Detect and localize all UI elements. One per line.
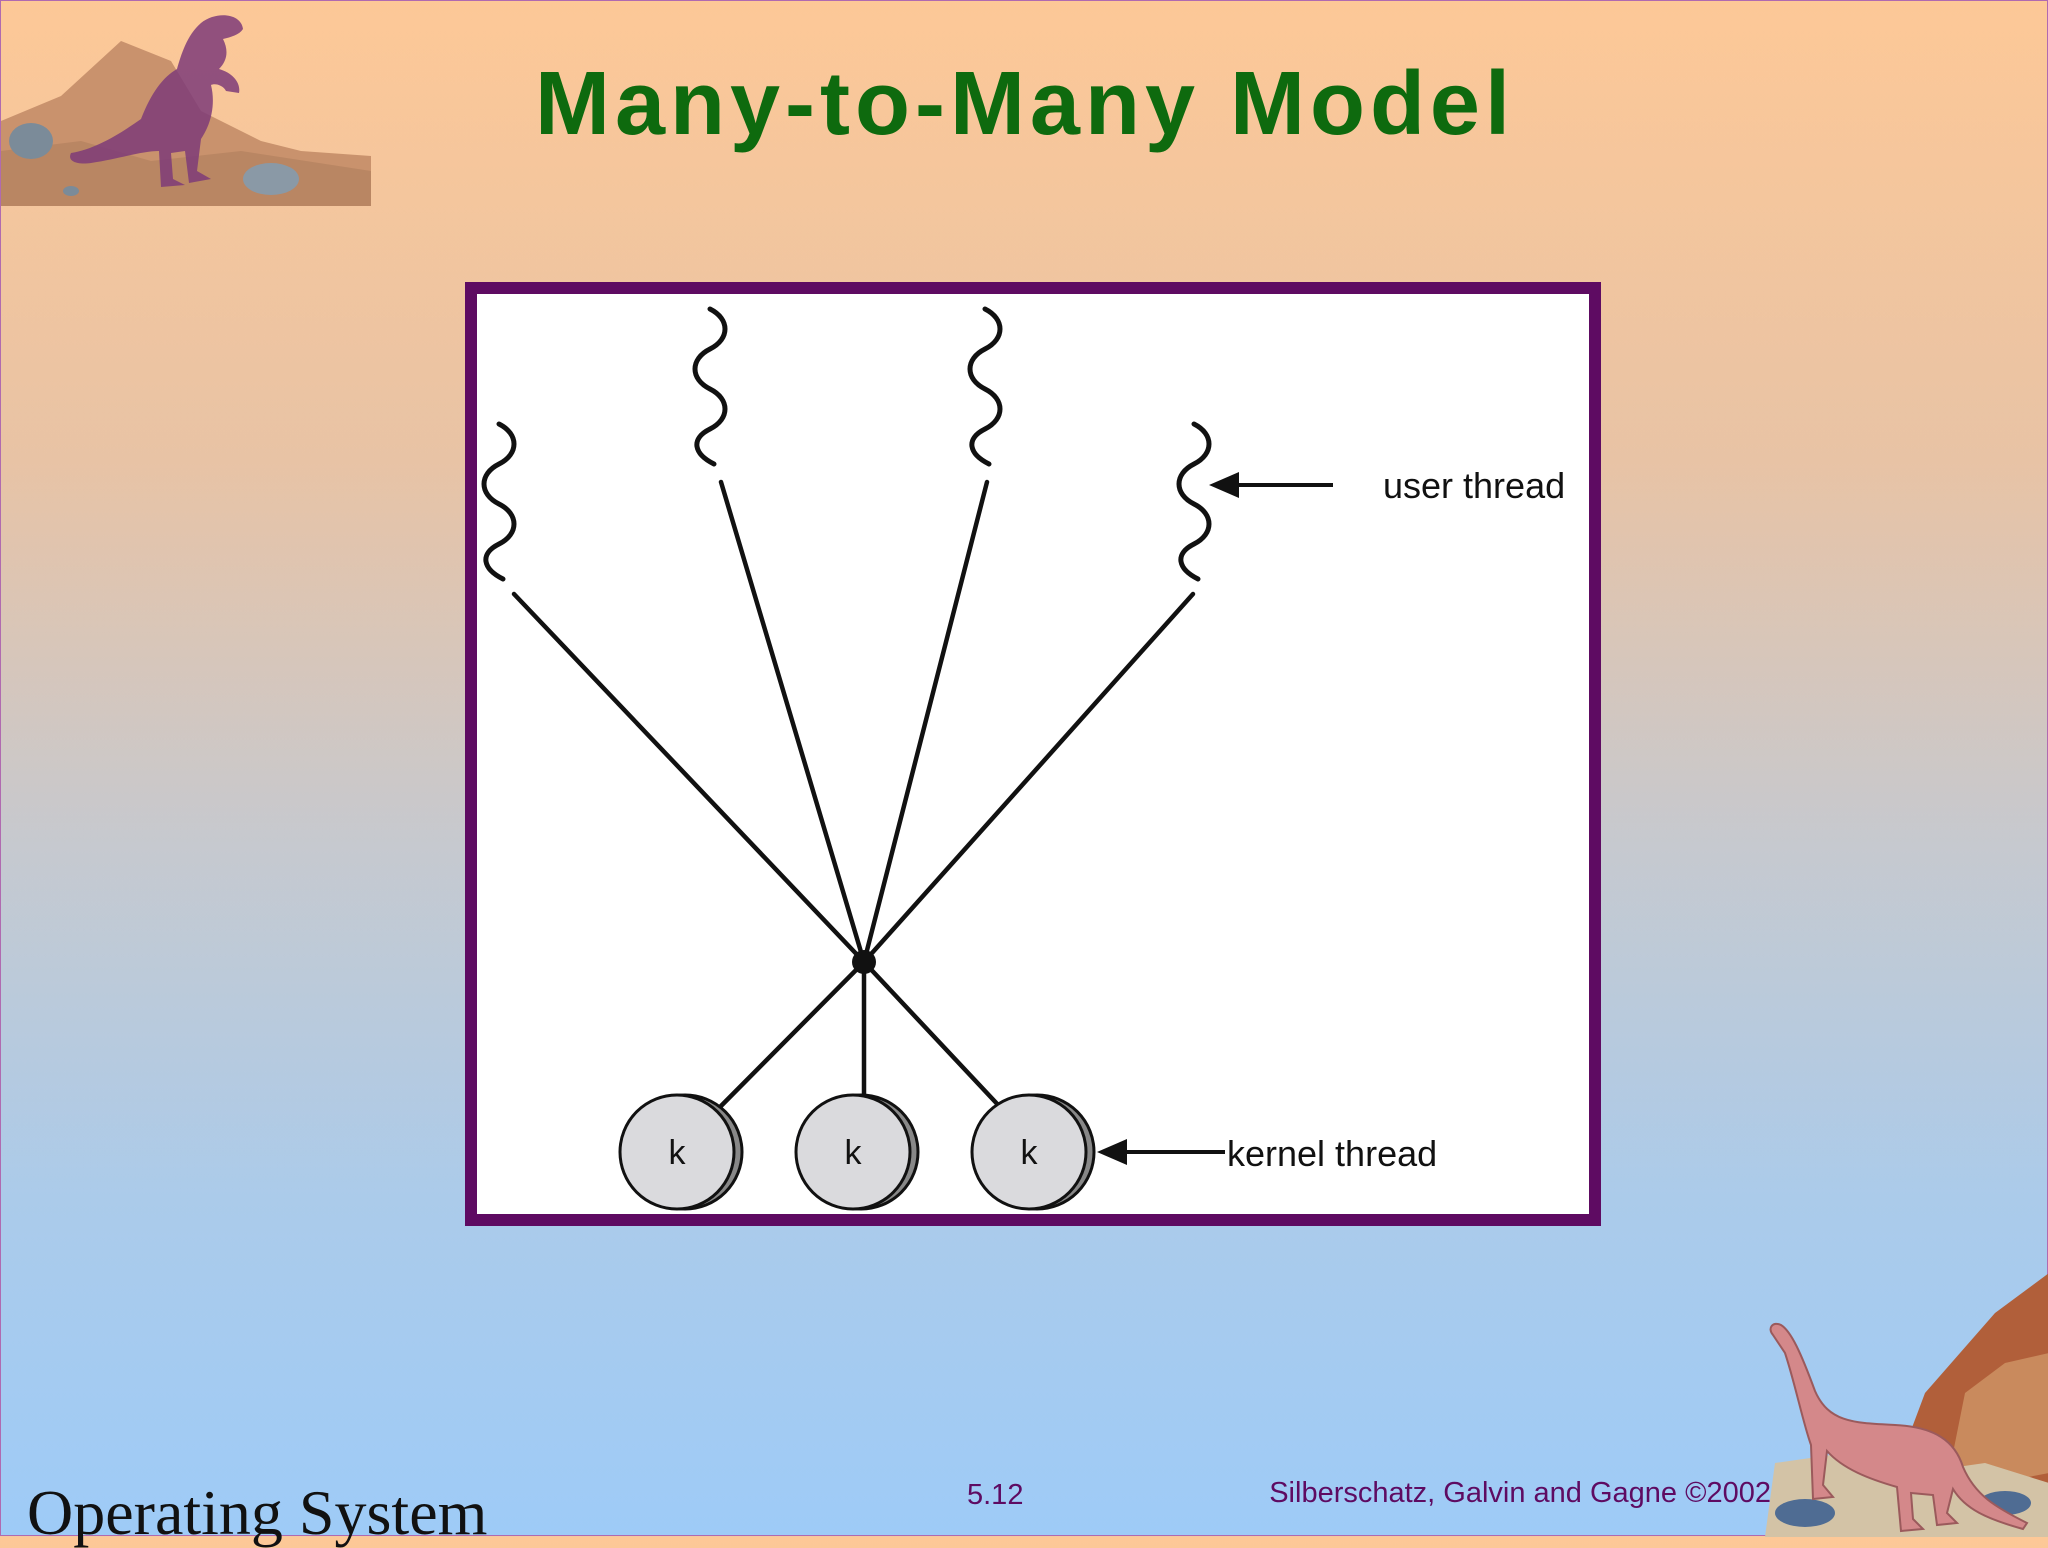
user-thread-label: user thread bbox=[1383, 465, 1565, 506]
trex-illustration bbox=[1, 15, 371, 206]
kernel-thread-2-label: k bbox=[845, 1134, 863, 1172]
user-thread-4 bbox=[1176, 421, 1212, 582]
kernel-thread-1-label: k bbox=[669, 1134, 687, 1172]
diagram-frame: k k k user thread kernel thread bbox=[465, 282, 1601, 1226]
link-user1-mux bbox=[511, 591, 867, 965]
kernel-thread-3-label: k bbox=[1021, 1134, 1039, 1172]
user-thread-arrow bbox=[1209, 472, 1333, 498]
link-user3-mux bbox=[861, 479, 990, 965]
kernel-thread-arrow bbox=[1097, 1139, 1225, 1165]
link-user4-mux bbox=[861, 591, 1196, 965]
kernel-thread-2: k bbox=[794, 1093, 920, 1211]
kernel-thread-1: k bbox=[618, 1093, 744, 1211]
course-name: Operating System bbox=[27, 1477, 488, 1548]
user-thread-3 bbox=[967, 306, 1003, 467]
user-thread-1 bbox=[481, 421, 517, 582]
slide-title: Many-to-Many Model bbox=[535, 54, 1515, 154]
kernel-thread-3: k bbox=[970, 1093, 1096, 1211]
kernel-thread-label: kernel thread bbox=[1227, 1133, 1437, 1174]
link-mux-kernel1 bbox=[716, 959, 867, 1111]
many-to-many-diagram: k k k user thread kernel thread bbox=[481, 306, 1565, 1211]
link-user2-mux bbox=[718, 479, 867, 965]
user-thread-2 bbox=[692, 306, 728, 467]
link-mux-kernel3 bbox=[861, 959, 1004, 1111]
page-number: 5.12 bbox=[967, 1479, 1024, 1511]
brontosaurus-illustration bbox=[1765, 1273, 2048, 1537]
authors-credit: Silberschatz, Galvin and Gagne ©2002 bbox=[1269, 1477, 1771, 1509]
mux-node bbox=[852, 950, 876, 974]
